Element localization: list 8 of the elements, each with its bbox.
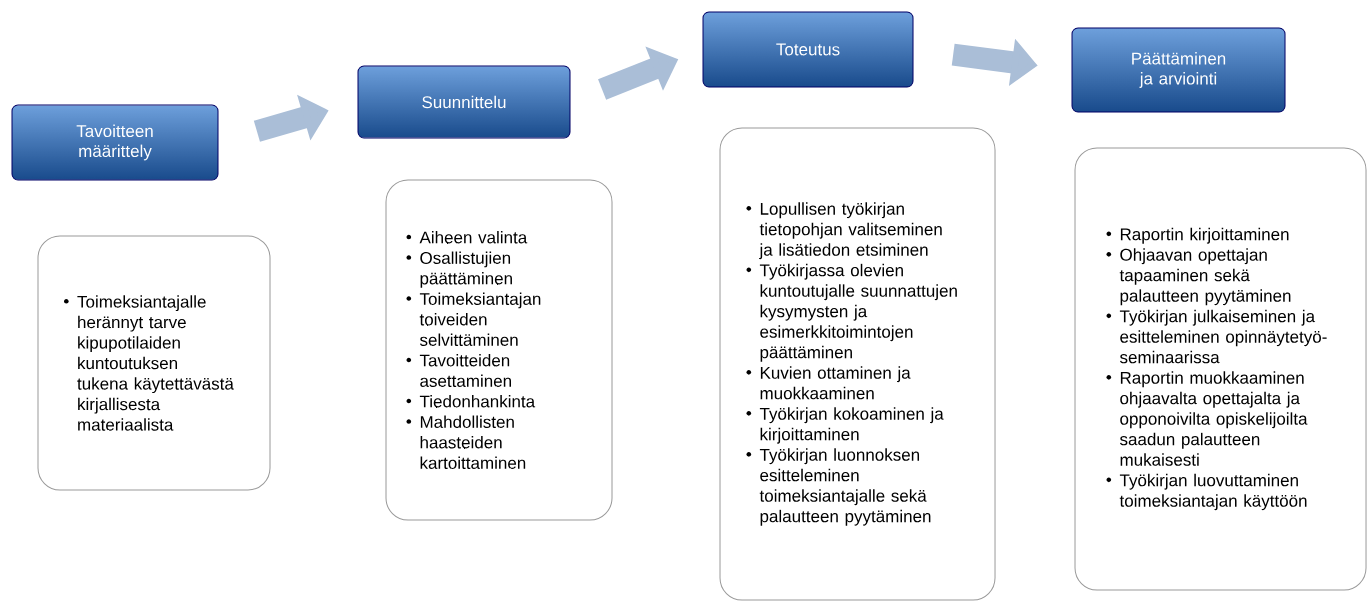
task-list-box: Aiheen valinta Osallistujien päättäminen Toimeksiantajan toiveiden selvittäminen Tavoitteiden asettaminen Tiedonhankinta Mahdollisten haasteiden kartoittaminen [385,179,613,521]
task-list-box: Raportin kirjoittaminen Ohjaavan opettajan tapaaminen sekä palautteen pyytäminen Työkirjan julkaiseminen ja esitteleminen opinnäytetyö-seminaarissa Raportin muokkaaminen ohjaavalta opettajalta ja opponoivilta opiskelijoilta saadun palautteen mukaisesti Työkirjan luovuttaminen toimeksiantajan käyttöön [1074,147,1367,591]
task-list-box: Lopullisen työkirjan tietopohjan valitseminen ja lisätiedon etsiminen Työkirjassa olevien kuntoutujalle suunnattujen kysymysten ja esimerkkitoimintojen päättäminen Kuvien ottaminen ja muokkaaminen Työkirjan kokoaminen ja kirjoittaminen Työkirjan luonnoksen esitteleminen toimeksiantajalle sekä palautteen pyytäminen [719,127,996,601]
stage-box: Päättäminen ja arviointi [1071,27,1286,113]
stage-box: Tavoitteen määrittely [11,104,219,181]
task-list-box: Toimeksiantajalle herännyt tarve kipupotilaiden kuntoutuksen tukena käytettävästä kirjallisesta materiaalista [37,235,271,491]
stage-box: Suunnittelu [357,65,571,139]
stage-box: Toteutus [702,11,914,88]
